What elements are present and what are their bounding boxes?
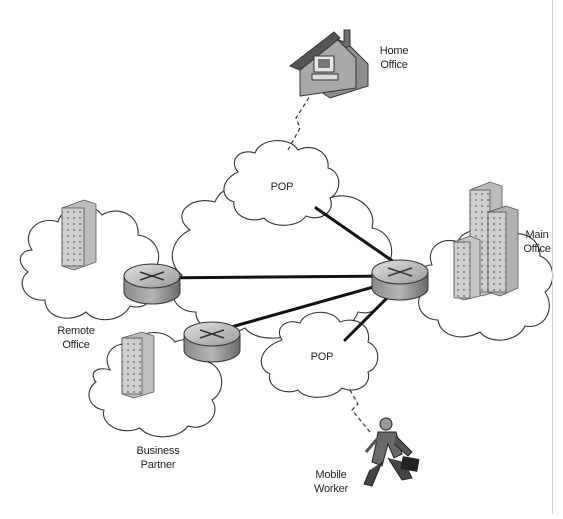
pop-cloud-bottom xyxy=(260,311,379,398)
dialup-links xyxy=(287,95,371,433)
pop-label-bottom: POP xyxy=(310,351,334,363)
mobile-worker-label-line2: Worker xyxy=(313,483,349,495)
business-partner-label-line2: Partner xyxy=(140,459,176,471)
home-office-label: Home Office xyxy=(374,44,414,72)
main-office-buildings xyxy=(453,181,519,301)
router-remote xyxy=(123,263,181,305)
pop-cloud-top xyxy=(223,140,340,226)
home-office-house-icon xyxy=(289,29,369,99)
business-partner-building xyxy=(121,331,155,399)
remote-office-label: Remote Office xyxy=(52,324,100,352)
business-partner-label-line1: Business xyxy=(136,445,180,457)
main-office-label-line2: Office xyxy=(523,243,551,255)
mobile-worker-label-line1: Mobile xyxy=(315,469,347,481)
mobile-worker-icon xyxy=(363,417,420,487)
right-edge-rule xyxy=(552,0,553,514)
mobile-worker-label: Mobile Worker xyxy=(306,468,356,496)
remote-office-building xyxy=(61,199,97,271)
main-office-label: Main Office xyxy=(520,228,554,256)
pop-label-top: POP xyxy=(270,181,294,193)
remote-office-label-line2: Office xyxy=(62,339,90,351)
router-partner xyxy=(183,321,241,363)
remote-office-label-line1: Remote xyxy=(57,325,95,337)
home-office-label-line1: Home xyxy=(379,45,409,57)
home-office-label-line2: Office xyxy=(380,59,408,71)
router-main xyxy=(371,259,429,301)
wan-links xyxy=(150,206,402,342)
business-partner-label: Business Partner xyxy=(130,444,186,472)
main-office-label-line1: Main xyxy=(525,229,549,241)
